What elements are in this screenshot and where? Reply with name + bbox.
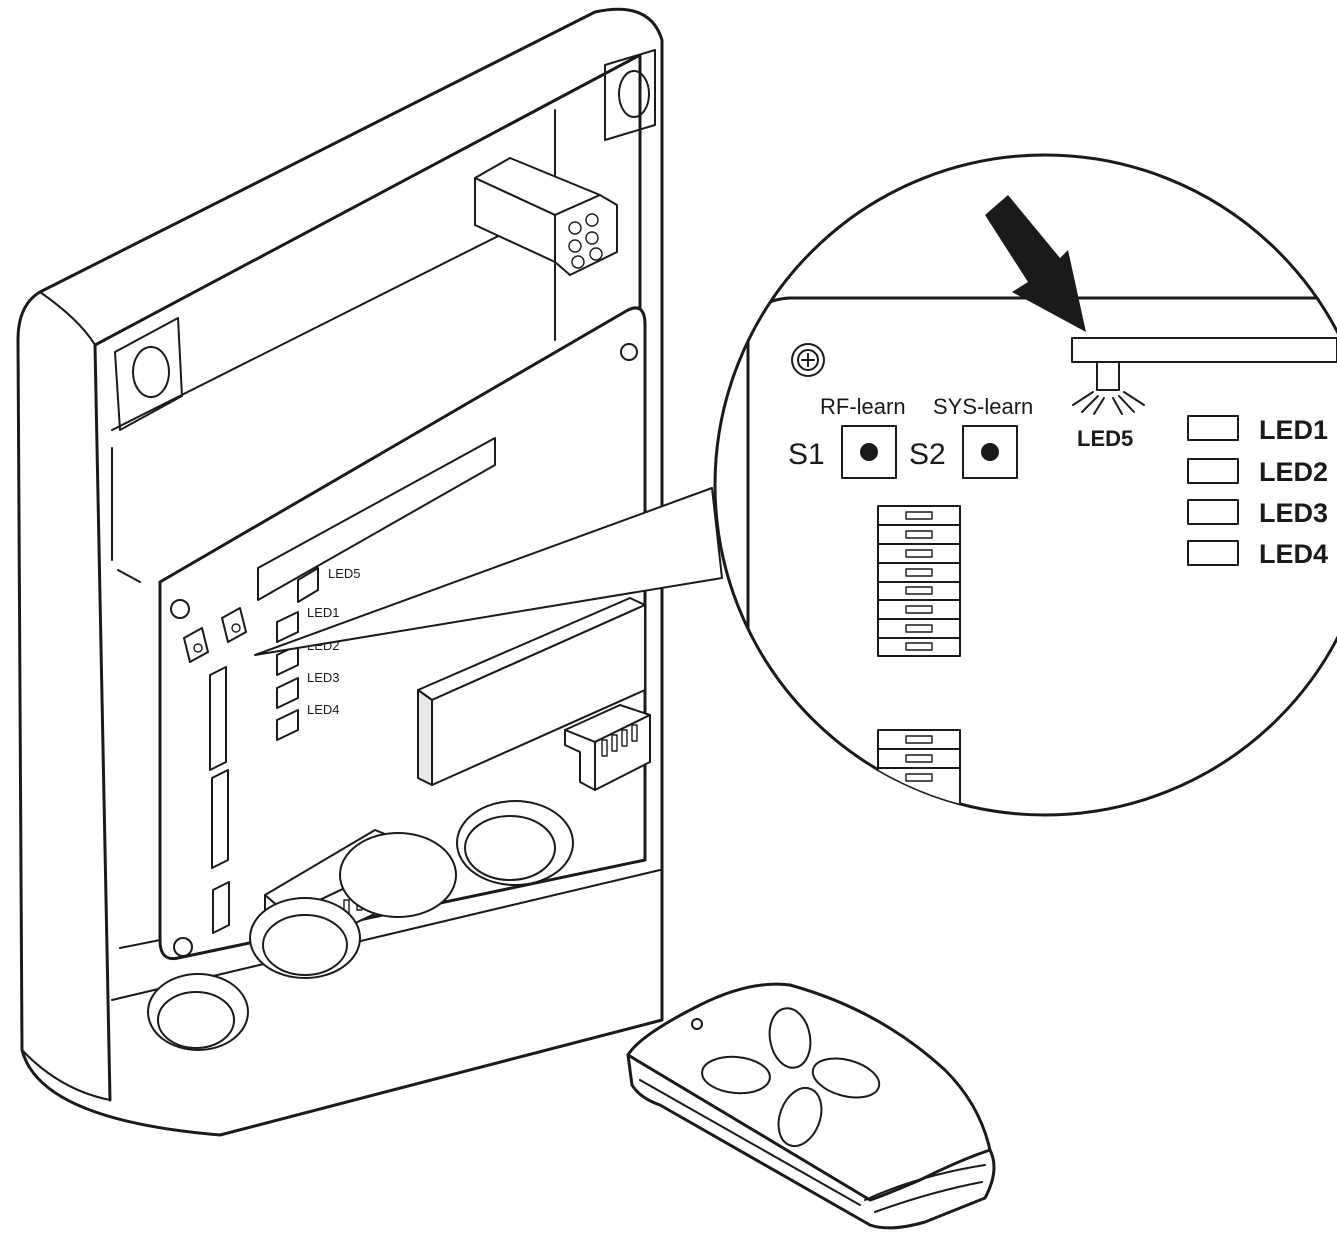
zoom-circle bbox=[713, 153, 1337, 817]
relay-block bbox=[417, 597, 646, 786]
zoom-button-s1 bbox=[841, 425, 897, 479]
zoom-button-s2 bbox=[962, 425, 1018, 479]
gland-1-inner bbox=[157, 991, 235, 1049]
board-led4-pad bbox=[276, 709, 299, 741]
board-led3-pad bbox=[276, 677, 299, 709]
housing-bottom-corner bbox=[21, 1049, 111, 1101]
gland-1 bbox=[147, 973, 249, 1051]
dip-switch-small bbox=[564, 704, 651, 791]
board-strip bbox=[257, 437, 496, 601]
light-rays-icon bbox=[1072, 391, 1145, 415]
zoom-dip-switch bbox=[877, 505, 961, 657]
remote-button-top bbox=[768, 1007, 812, 1069]
gland-2-inner bbox=[262, 914, 348, 976]
connector-block bbox=[474, 157, 618, 276]
zoom-label-led5: LED5 bbox=[1077, 426, 1133, 451]
zoom-detail: RF-learn SYS-learn S1 S2 LED5 LED1 LED2 … bbox=[713, 153, 1337, 817]
zoom-label-s2: S2 bbox=[909, 438, 946, 471]
zoom-label-led1: LED1 bbox=[1259, 415, 1328, 445]
remote-end-curve bbox=[864, 1164, 986, 1201]
board-outline bbox=[158, 306, 647, 961]
bottom-ledge bbox=[119, 939, 161, 949]
housing-left-wall bbox=[93, 343, 112, 1102]
board-label-led3: LED3 bbox=[307, 670, 340, 685]
remote-button-left bbox=[701, 1055, 771, 1095]
plus-screw-icon bbox=[791, 343, 825, 377]
board-hole-top-right bbox=[620, 343, 638, 361]
remote-end-curve-2 bbox=[874, 1181, 983, 1213]
board-hole-top-left bbox=[170, 599, 190, 619]
zoom-label-sys-learn: SYS-learn bbox=[933, 394, 1033, 419]
zoom-led1-box bbox=[1187, 415, 1239, 441]
zoom-led4-box bbox=[1187, 540, 1239, 566]
zoom-led5 bbox=[1096, 361, 1120, 391]
zoom-label-led4: LED4 bbox=[1259, 539, 1328, 569]
board-button-s1 bbox=[183, 627, 209, 663]
zoom-label-led3: LED3 bbox=[1259, 498, 1328, 528]
board-slot-1 bbox=[209, 666, 227, 771]
pointer-arrow-icon bbox=[985, 195, 1086, 332]
gland-3 bbox=[339, 832, 457, 918]
remote-button-bottom bbox=[777, 1086, 823, 1148]
gland-4-inner bbox=[464, 815, 556, 881]
housing-corner bbox=[39, 291, 96, 346]
board-led5-pad bbox=[297, 567, 319, 603]
board-hole-bottom-left bbox=[173, 937, 193, 957]
remote-led bbox=[691, 1018, 703, 1030]
zoom-led2-box bbox=[1187, 458, 1239, 484]
board-label-led5: LED5 bbox=[328, 566, 361, 581]
remote-button-right bbox=[811, 1057, 881, 1099]
gland-4 bbox=[456, 800, 574, 886]
zoom-dip-switch-lower bbox=[877, 729, 961, 815]
board-button-s2 bbox=[221, 607, 247, 643]
mounting-post-left bbox=[114, 317, 183, 431]
board-label-led4: LED4 bbox=[307, 702, 340, 717]
board-labels: LED5 LED1 LED2 LED3 LED4 bbox=[307, 566, 361, 717]
remote-seam bbox=[639, 1079, 861, 1206]
zoom-led3-box bbox=[1187, 499, 1239, 525]
mounting-post-top-right bbox=[604, 49, 656, 141]
board-slot-3 bbox=[212, 881, 230, 934]
board-label-led1: LED1 bbox=[307, 605, 340, 620]
cable-glands bbox=[111, 800, 661, 1051]
board-slot-2 bbox=[211, 769, 229, 869]
remote-control bbox=[626, 982, 996, 1230]
inner-ledge-left bbox=[117, 569, 141, 583]
zoom-label-rf-learn: RF-learn bbox=[820, 394, 906, 419]
zoom-label-s1: S1 bbox=[788, 438, 825, 471]
board-led1-pad bbox=[276, 611, 299, 643]
gland-2 bbox=[249, 897, 361, 979]
zoom-strip bbox=[1071, 337, 1337, 363]
zoom-label-led2: LED2 bbox=[1259, 457, 1328, 487]
inner-ledge bbox=[111, 204, 561, 431]
